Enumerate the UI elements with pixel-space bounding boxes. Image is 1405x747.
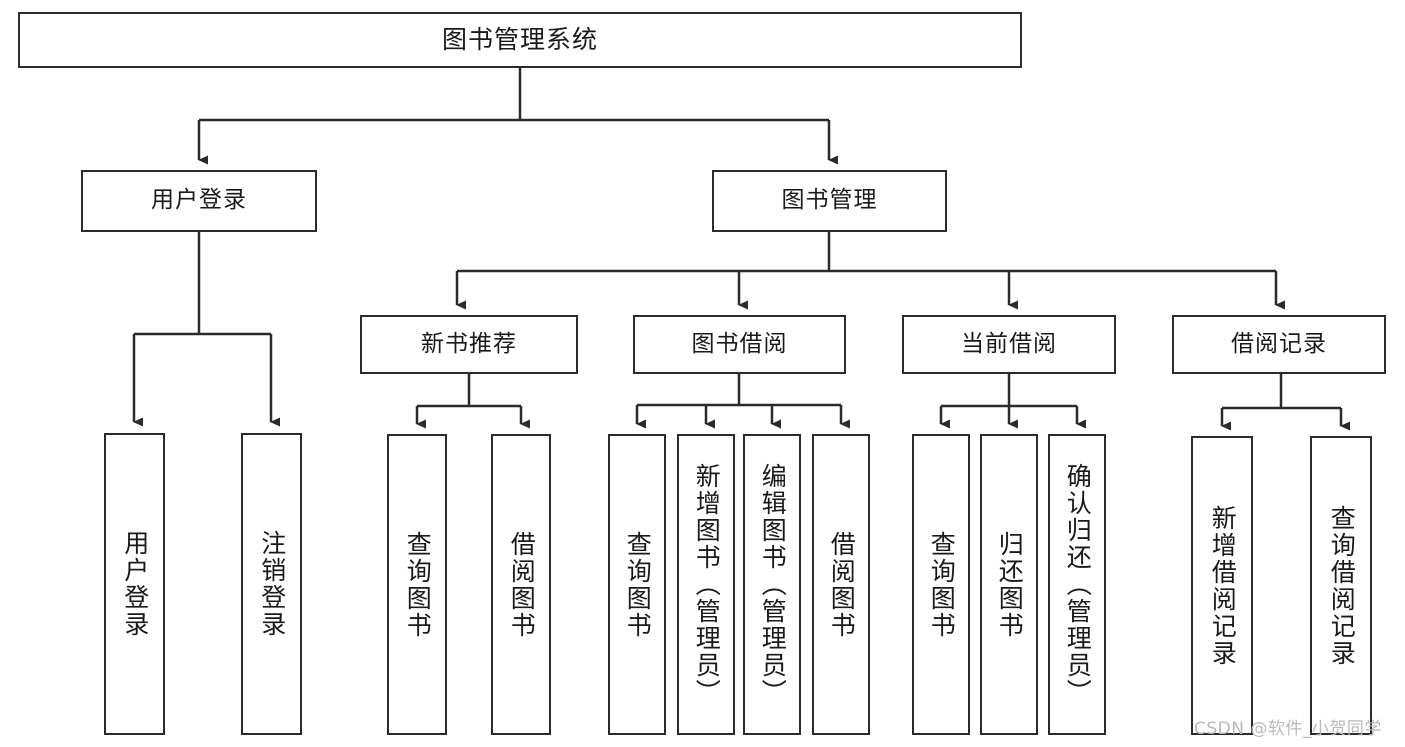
node-borrow-record[interactable]: 借阅记录 (1172, 315, 1386, 374)
node-label: 新增图书（管理员） (692, 463, 722, 706)
node-label: 当前借阅 (961, 330, 1057, 357)
node-leaf-query-book-3[interactable]: 查询图书 (912, 434, 970, 735)
node-leaf-add-book[interactable]: 新增图书（管理员） (677, 434, 735, 735)
node-leaf-user-login[interactable]: 用户登录 (104, 433, 165, 735)
node-leaf-query-book-2[interactable]: 查询图书 (608, 434, 666, 735)
node-current-borrow[interactable]: 当前借阅 (902, 315, 1116, 374)
node-label: 查询图书 (927, 530, 957, 639)
node-book-borrow[interactable]: 图书借阅 (633, 315, 846, 374)
node-label: 借阅图书 (507, 530, 537, 639)
node-leaf-query-borrow-record[interactable]: 查询借阅记录 (1310, 436, 1372, 735)
node-leaf-user-logout[interactable]: 注销登录 (241, 433, 302, 735)
node-label: 借阅记录 (1231, 330, 1327, 357)
node-label: 注销登录 (257, 530, 287, 638)
node-leaf-confirm-return[interactable]: 确认归还（管理员） (1048, 434, 1106, 735)
node-leaf-query-book-1[interactable]: 查询图书 (387, 434, 447, 735)
node-label: 用户登录 (120, 530, 150, 638)
node-leaf-edit-book[interactable]: 编辑图书（管理员） (743, 434, 801, 735)
node-label: 编辑图书（管理员） (758, 463, 788, 706)
node-label: 确认归还（管理员） (1063, 463, 1093, 706)
node-label: 查询图书 (403, 530, 433, 639)
node-leaf-add-borrow-record[interactable]: 新增借阅记录 (1191, 436, 1253, 735)
node-root-book-management-system[interactable]: 图书管理系统 (18, 12, 1022, 68)
node-leaf-borrow-book-1[interactable]: 借阅图书 (491, 434, 551, 735)
node-label: 用户登录 (151, 187, 247, 214)
node-label: 归还图书 (995, 530, 1025, 639)
node-label: 图书管理 (781, 187, 878, 214)
node-leaf-return-book[interactable]: 归还图书 (980, 434, 1038, 735)
node-new-book-recommend[interactable]: 新书推荐 (360, 315, 578, 374)
node-label: 图书借阅 (691, 330, 788, 357)
node-label: 新书推荐 (421, 330, 517, 357)
node-book-management[interactable]: 图书管理 (712, 170, 947, 232)
node-leaf-borrow-book-2[interactable]: 借阅图书 (812, 434, 870, 735)
node-label: 查询借阅记录 (1327, 504, 1357, 667)
node-user-login[interactable]: 用户登录 (81, 170, 317, 232)
csdn-watermark: CSDN @软件_小贺同学 (1194, 719, 1382, 739)
node-label: 查询图书 (623, 530, 653, 639)
node-label: 图书管理系统 (441, 25, 598, 54)
node-label: 借阅图书 (827, 530, 857, 639)
node-label: 新增借阅记录 (1208, 504, 1238, 667)
